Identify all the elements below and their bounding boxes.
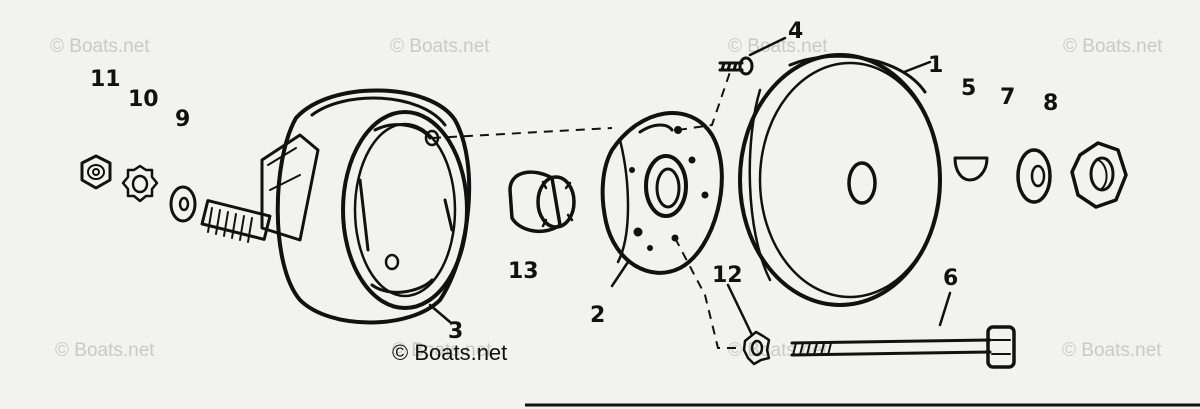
watermark: © Boats.net [55, 340, 155, 361]
callout-12: 12 [712, 263, 743, 288]
callout-9: 9 [175, 107, 190, 132]
watermark: © Boats.net [390, 36, 490, 57]
part-1-flywheel [738, 53, 942, 307]
assembly-dashed-line [674, 237, 740, 349]
leader-line [748, 36, 787, 57]
callout-1: 1 [928, 53, 943, 78]
leader-line [726, 283, 754, 337]
callout-7: 7 [1000, 85, 1015, 110]
callout-4: 4 [788, 19, 803, 44]
part-11-hex-nut [80, 154, 112, 190]
callout-11: 11 [90, 67, 121, 92]
callout-8: 8 [1043, 91, 1058, 116]
part-5-woodruff-key [953, 156, 989, 182]
watermark: © Boats.net [728, 36, 828, 57]
watermark: © Boats.net [392, 340, 492, 361]
callout-2: 2 [590, 303, 605, 328]
leader-line [428, 303, 452, 324]
part-10-lock-washer [121, 164, 159, 203]
callout-5: 5 [961, 76, 976, 101]
leader-line [902, 60, 932, 74]
callout-3: 3 [448, 319, 463, 344]
watermark: © Boats.net [50, 36, 150, 57]
callout-13: 13 [508, 259, 539, 284]
watermark: © Boats.net [1062, 340, 1162, 361]
copyright-notice: © Boats.net [392, 340, 507, 365]
part-4-screw [718, 56, 754, 76]
callout-6: 6 [943, 266, 958, 291]
callout-10: 10 [128, 87, 159, 112]
leader-line [610, 260, 630, 288]
leader-line [938, 291, 952, 327]
part-9-flat-washer [169, 185, 197, 223]
part-8-flywheel-nut [1070, 141, 1128, 209]
part-13-bushing [508, 170, 576, 234]
part-3-housing [200, 88, 472, 325]
part-6-bolt [790, 325, 1016, 369]
watermark: © Boats.net [1063, 36, 1163, 57]
part-2-stator-plate [600, 110, 724, 275]
assembly-dashed-line [677, 71, 731, 131]
part-12-lock-washer [742, 330, 771, 366]
assembly-dashed-line [431, 127, 613, 139]
part-7-washer [1016, 148, 1052, 204]
